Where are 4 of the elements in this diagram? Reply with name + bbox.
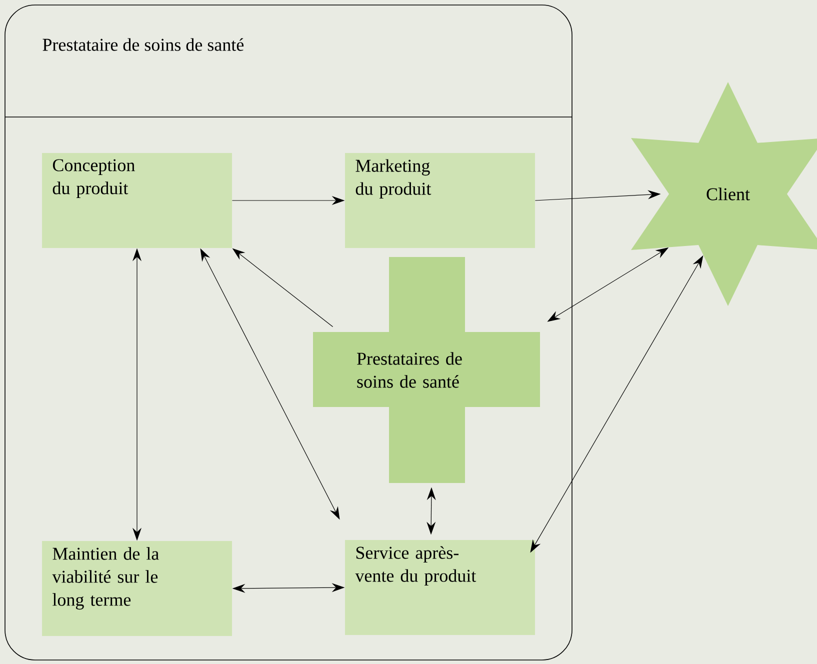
process-box: Service après-vente du produit — [345, 540, 535, 635]
process-box: Maintien de la viabilité sur le long terme — [42, 541, 232, 636]
process-box: Conception du produit — [42, 153, 232, 248]
process-box: Marketing du produit — [345, 153, 535, 248]
